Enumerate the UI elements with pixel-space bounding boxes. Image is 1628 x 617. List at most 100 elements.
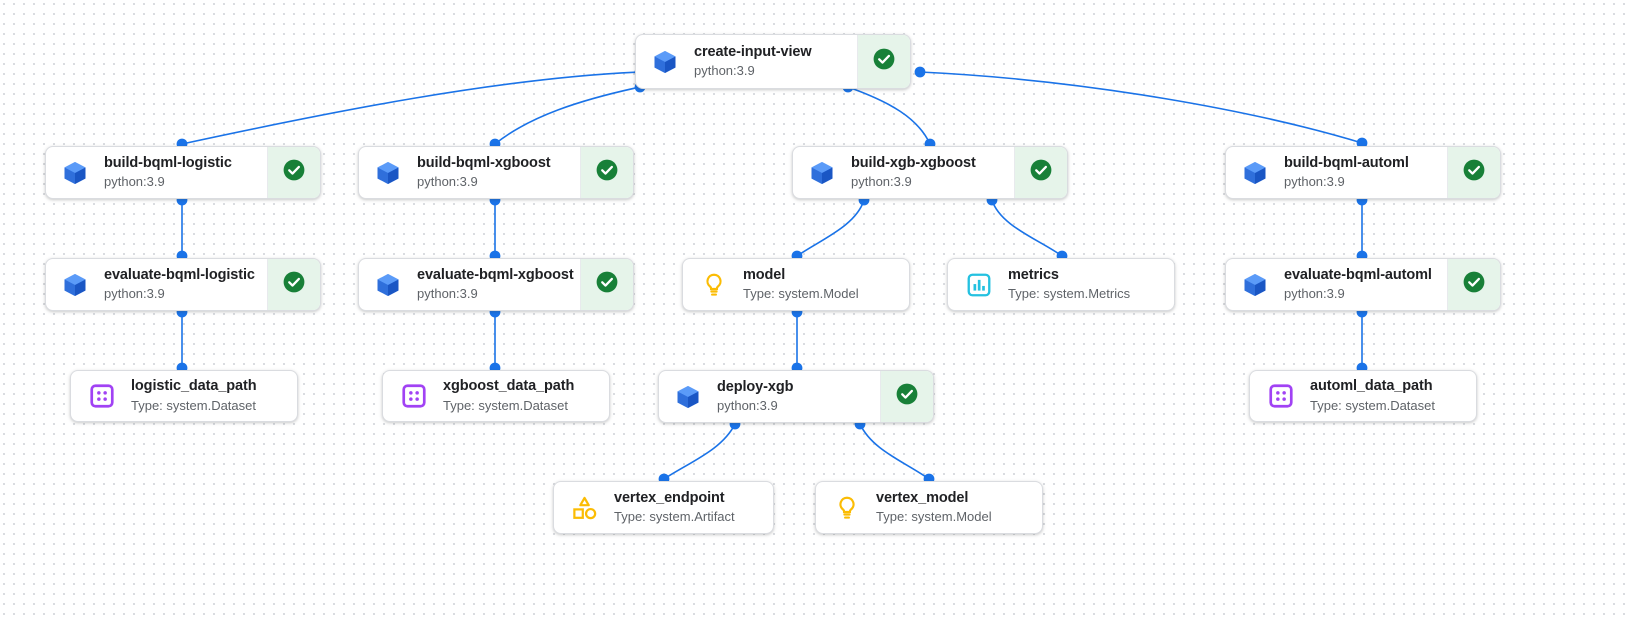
status-badge bbox=[857, 35, 910, 88]
node-title: metrics bbox=[1008, 266, 1059, 283]
node-subtitle: python:3.9 bbox=[417, 286, 478, 302]
status-badge bbox=[267, 259, 320, 310]
cube-icon bbox=[60, 158, 90, 188]
node-body[interactable]: deploy-xgb python:3.9 bbox=[659, 371, 880, 422]
node-text: evaluate-bqml-automl python:3.9 bbox=[1284, 266, 1432, 303]
lightbulb-icon bbox=[832, 493, 862, 523]
edge-create-input-view-to-build-bqml-logistic bbox=[181, 71, 641, 145]
node-body[interactable]: evaluate-bqml-automl python:3.9 bbox=[1226, 259, 1447, 310]
node-subtitle: python:3.9 bbox=[694, 63, 755, 79]
node-subtitle: python:3.9 bbox=[1284, 286, 1345, 302]
node-subtitle: Type: system.Dataset bbox=[1310, 397, 1435, 413]
lightbulb-icon bbox=[699, 270, 729, 300]
check-circle-icon bbox=[594, 269, 620, 300]
artifact-shapes-icon bbox=[570, 493, 600, 523]
status-badge bbox=[1447, 259, 1500, 310]
node-body[interactable]: build-bqml-xgboost python:3.9 bbox=[359, 147, 580, 198]
edge-deploy-xgb-to-vertex_model bbox=[859, 423, 930, 480]
node-text: evaluate-bqml-xgboost python:3.9 bbox=[417, 266, 574, 303]
node-body[interactable]: create-input-view python:3.9 bbox=[636, 35, 857, 88]
check-circle-icon bbox=[1461, 157, 1487, 188]
node-title: xgboost_data_path bbox=[443, 378, 575, 395]
node-title: deploy-xgb bbox=[717, 378, 794, 395]
check-circle-icon bbox=[894, 381, 920, 412]
node-title: evaluate-bqml-automl bbox=[1284, 266, 1432, 283]
status-badge bbox=[267, 147, 320, 198]
node-subtitle: Type: system.Dataset bbox=[131, 397, 256, 413]
check-circle-icon bbox=[1028, 157, 1054, 188]
node-subtitle: Type: system.Dataset bbox=[443, 397, 568, 413]
edge-build-xgb-xgboost-to-metrics bbox=[991, 199, 1063, 257]
status-badge bbox=[1014, 147, 1067, 198]
node-subtitle: Type: system.Artifact bbox=[614, 509, 735, 525]
dataset-icon bbox=[399, 381, 429, 411]
check-circle-icon bbox=[871, 46, 897, 77]
node-title: build-bqml-logistic bbox=[104, 154, 232, 171]
node-subtitle: python:3.9 bbox=[1284, 174, 1345, 190]
bar-chart-icon bbox=[964, 270, 994, 300]
edge-build-xgb-xgboost-to-model bbox=[796, 199, 865, 257]
cube-icon bbox=[373, 158, 403, 188]
node-create-input-view[interactable]: create-input-view python:3.9 bbox=[635, 34, 911, 89]
node-evaluate-bqml-automl[interactable]: evaluate-bqml-automl python:3.9 bbox=[1225, 258, 1501, 311]
node-deploy-xgb[interactable]: deploy-xgb python:3.9 bbox=[658, 370, 934, 423]
node-text: deploy-xgb python:3.9 bbox=[717, 378, 793, 415]
node-title: create-input-view bbox=[694, 43, 812, 60]
node-subtitle: python:3.9 bbox=[717, 398, 778, 414]
check-circle-icon bbox=[281, 157, 307, 188]
node-subtitle: python:3.9 bbox=[851, 174, 912, 190]
node-build-xgb-xgboost[interactable]: build-xgb-xgboost python:3.9 bbox=[792, 146, 1068, 199]
cube-icon bbox=[650, 47, 680, 77]
node-subtitle: Type: system.Model bbox=[876, 509, 992, 525]
node-title: evaluate-bqml-xgboost bbox=[417, 266, 574, 283]
check-circle-icon bbox=[594, 157, 620, 188]
dataset-icon bbox=[1266, 381, 1296, 411]
edge-create-input-view-to-build-xgb-xgboost bbox=[847, 86, 931, 145]
edge-port bbox=[914, 66, 926, 78]
node-title: automl_data_path bbox=[1310, 378, 1433, 395]
node-evaluate-bqml-xgboost[interactable]: evaluate-bqml-xgboost python:3.9 bbox=[358, 258, 634, 311]
node-title: logistic_data_path bbox=[131, 378, 257, 395]
node-body[interactable]: build-xgb-xgboost python:3.9 bbox=[793, 147, 1014, 198]
node-build-bqml-xgboost[interactable]: build-bqml-xgboost python:3.9 bbox=[358, 146, 634, 199]
node-title: build-bqml-xgboost bbox=[417, 154, 551, 171]
node-text: build-bqml-xgboost python:3.9 bbox=[417, 154, 551, 191]
node-body[interactable]: evaluate-bqml-xgboost python:3.9 bbox=[359, 259, 580, 310]
status-badge bbox=[1447, 147, 1500, 198]
status-badge bbox=[880, 371, 933, 422]
node-subtitle: python:3.9 bbox=[417, 174, 478, 190]
cube-icon bbox=[673, 382, 703, 412]
node-subtitle: Type: system.Metrics bbox=[1008, 286, 1131, 302]
node-title: build-xgb-xgboost bbox=[851, 154, 976, 171]
node-title: model bbox=[743, 266, 786, 283]
edge-deploy-xgb-to-vertex_endpoint bbox=[663, 423, 736, 480]
